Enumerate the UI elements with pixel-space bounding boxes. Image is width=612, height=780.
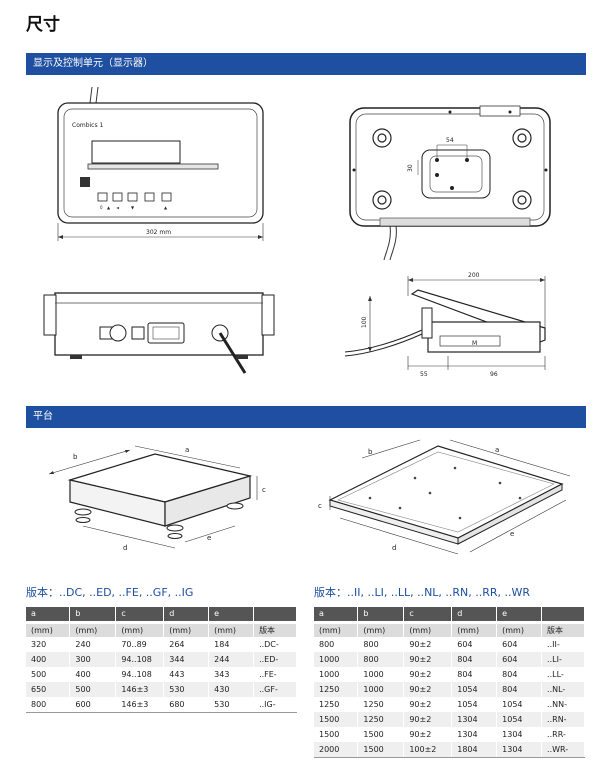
bracket-width-dim: 54 [446,137,454,144]
platform-large-view: c b a d e [310,438,580,563]
depth-dimension: 200 [468,272,480,279]
svg-text:c: c [318,502,322,510]
bottom-left-dimension: 55 [420,371,428,378]
svg-text:b: b [73,453,78,461]
svg-text:e: e [207,534,211,542]
svg-text:d: d [392,544,396,552]
variant-heading-right: 版本：..II, ..LI, ..LL, ..NL, ..RN, ..RR, .… [314,586,531,599]
display-section-view [40,285,275,380]
display-side-view: 200 M 100 55 96 [340,270,580,380]
svg-text:b: b [368,448,373,456]
platform-small-view: b a c d e [35,438,275,563]
svg-text:M: M [472,340,477,347]
width-dimension: 302 mm [146,229,171,236]
bracket-height-dim: 30 [407,164,414,172]
bottom-right-dimension: 96 [490,371,498,378]
svg-text:▲: ▲ [164,205,168,210]
spec-table-right: a b c d e (mm) (mm) (mm) (mm) (mm) 版本 80… [314,607,585,758]
display-front-view: Combics 1 0 ▲ ◄ ▼ ▲ 302 mm [50,85,275,245]
svg-text:e: e [510,530,514,538]
svg-text:0: 0 [100,205,103,210]
spec-table-left: a b c d e (mm) (mm) (mm) (mm) (mm) 版本 32… [26,607,297,713]
svg-text:▲: ▲ [107,205,111,210]
svg-text:▼: ▼ [131,205,135,210]
page-title: 尺寸 [26,15,60,35]
variant-heading-left: 版本：..DC, ..ED, ..FE, ..GF, ..IG [26,586,194,599]
section-header-platform: 平台 [26,406,586,428]
section-header-display: 显示及控制单元（显示器） [26,53,586,75]
logo-icon [80,177,90,187]
svg-text:◄: ◄ [116,205,120,210]
brand-label: Combics 1 [72,122,104,129]
svg-text:a: a [495,446,499,454]
height-dimension: 100 [361,316,368,328]
svg-text:a: a [185,446,189,454]
svg-text:c: c [262,486,266,494]
key-panel [97,192,172,202]
svg-text:d: d [123,544,127,552]
display-rear-view: 54 30 [340,100,570,260]
